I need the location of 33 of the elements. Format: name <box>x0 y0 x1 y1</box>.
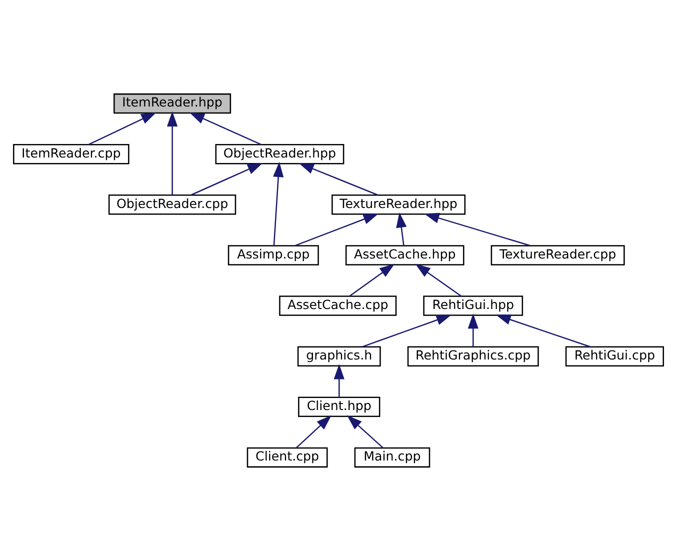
arrow <box>294 213 379 246</box>
node-box: Assimp.cpp <box>228 244 319 265</box>
arrow <box>496 314 590 347</box>
arrow <box>334 364 344 397</box>
node-box: ItemReader.cpp <box>13 143 130 164</box>
node-box: RehtiGraphics.cpp <box>407 346 539 366</box>
node-box: RehtiGui.cpp <box>565 346 664 366</box>
node-box: Main.cpp <box>354 446 430 468</box>
arrow <box>88 112 156 145</box>
node-box: TextureReader.cpp <box>490 244 625 265</box>
arrow <box>468 313 478 346</box>
arrow <box>346 414 384 448</box>
arrow <box>424 212 530 246</box>
node-box: graphics.h <box>297 346 381 366</box>
arrow <box>273 161 284 246</box>
arrow <box>362 314 452 347</box>
arrow <box>190 162 263 196</box>
node-box: Client.cpp <box>246 446 328 468</box>
node-box: ObjectReader.hpp <box>215 143 344 164</box>
arrow <box>296 414 332 448</box>
arrow <box>298 162 378 196</box>
arrow <box>396 212 407 246</box>
arrow <box>349 263 395 296</box>
node-box: AssetCache.cpp <box>279 295 397 316</box>
arrow <box>415 263 462 296</box>
node-box: ItemReader.hpp <box>114 92 232 114</box>
node-box: AssetCache.hpp <box>345 244 464 265</box>
node-box: RehtiGui.hpp <box>423 295 524 316</box>
node-box: TextureReader.hpp <box>332 194 466 214</box>
arrow <box>166 110 178 195</box>
node-box: Client.hpp <box>298 396 380 417</box>
node-box: ObjectReader.cpp <box>108 194 236 214</box>
arrow <box>189 112 262 145</box>
